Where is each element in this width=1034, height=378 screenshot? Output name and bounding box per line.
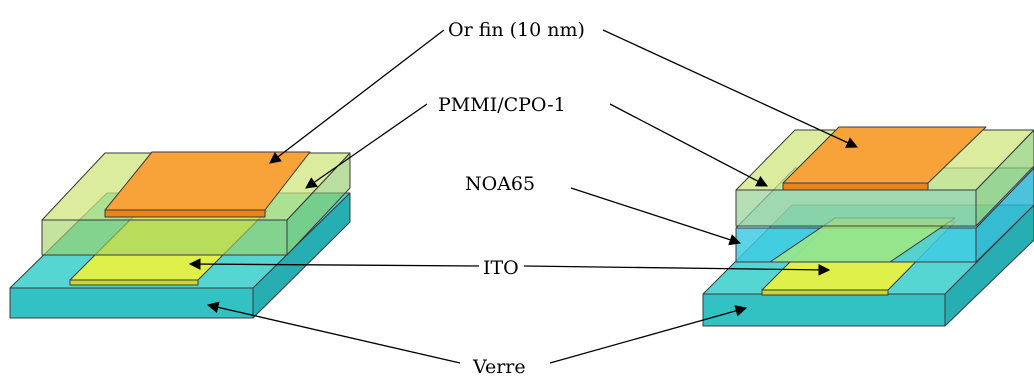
arrow-glass-left: [206, 301, 461, 364]
right-device: [702, 126, 1034, 327]
label-noa: NOA65: [465, 173, 535, 195]
arrow-glass-right: [549, 305, 748, 364]
arrow-ito-left: [188, 258, 480, 270]
arrow-gold-right: [602, 29, 859, 148]
leader-arrows: [188, 29, 859, 364]
right-gold-pad: [782, 126, 987, 191]
arrow-noa: [570, 187, 742, 246]
label-gold: Or fin (10 nm): [448, 19, 585, 41]
left-gold-pad: [104, 151, 311, 218]
left-device: [9, 151, 351, 319]
left-glass-front: [9, 287, 254, 319]
right-polymer-front: [735, 189, 977, 227]
right-gold-front: [782, 182, 929, 191]
arrow-polymer-left: [305, 103, 428, 189]
arrow-gold-left: [269, 29, 445, 164]
left-gold-front: [104, 209, 266, 218]
right-ito-front: [761, 289, 889, 296]
label-ito: ITO: [483, 257, 519, 279]
label-polymer: PMMI/CPO-1: [438, 94, 566, 116]
left-ito-front: [69, 279, 199, 286]
labels: Or fin (10 nm) PMMI/CPO-1 NOA65 ITO Verr…: [438, 19, 585, 378]
arrow-ito-right: [523, 264, 831, 276]
arrow-polymer-right: [609, 103, 769, 187]
left-polymer-front: [41, 219, 288, 256]
label-glass: Verre: [472, 356, 526, 378]
